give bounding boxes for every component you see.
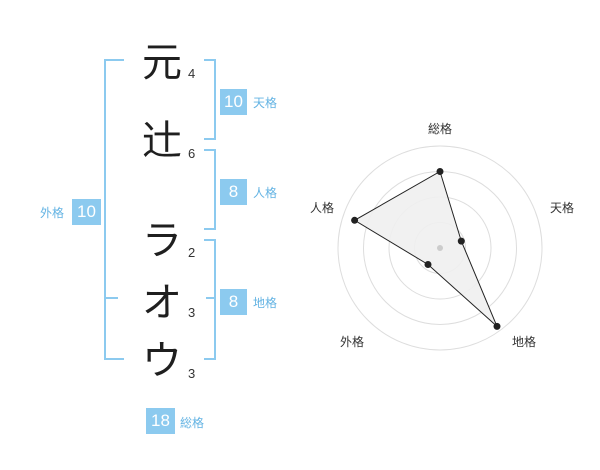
radar-label-jinkaku: 人格 — [310, 201, 335, 215]
name-char-4: オ — [142, 280, 182, 326]
stroke-count-2: 6 — [188, 146, 196, 161]
jinkaku-label: 人格 — [253, 186, 278, 200]
name-char-2: 辻 — [142, 118, 182, 164]
chikaku-value-badge: 8 — [220, 289, 247, 315]
soukaku-value-badge: 18 — [146, 408, 175, 434]
radar-label-tenkaku: 天格 — [550, 201, 575, 215]
stroke-count-3: 2 — [188, 245, 196, 260]
tenkaku-label: 天格 — [253, 96, 278, 110]
radar-chart — [337, 145, 543, 351]
radar-point-4 — [424, 261, 432, 268]
chikaku-label: 地格 — [253, 296, 278, 310]
radar-point-2 — [457, 237, 465, 245]
name-char-5: ウ — [142, 338, 182, 384]
radar-center-point — [437, 245, 443, 251]
stroke-count-1: 4 — [188, 66, 196, 81]
radar-grid-ring-4 — [337, 145, 543, 351]
radar-series-polygon — [353, 170, 498, 327]
radar-point-1 — [436, 168, 444, 175]
radar-point-5 — [351, 216, 359, 224]
gaikaku-label: 外格 — [40, 206, 65, 220]
tenkaku-value-badge: 10 — [220, 89, 247, 115]
soukaku-label: 総格 — [180, 416, 205, 430]
chikaku-divider-tick — [206, 297, 216, 299]
radar-label-chikaku: 地格 — [512, 335, 537, 349]
radar-label-soukaku: 総格 — [428, 122, 453, 136]
name-char-1: 元 — [142, 40, 182, 86]
name-char-3: ラ — [142, 218, 182, 264]
jinkaku-bracket — [204, 149, 216, 230]
jinkaku-value-badge: 8 — [220, 179, 247, 205]
gaikaku-divider-tick — [104, 297, 118, 299]
gaikaku-value-badge: 10 — [72, 199, 101, 225]
stroke-count-4: 3 — [188, 305, 196, 320]
gaikaku-bracket — [104, 59, 124, 360]
chikaku-bracket — [204, 239, 216, 360]
tenkaku-bracket — [204, 59, 216, 140]
radar-point-3 — [493, 322, 501, 330]
radar-label-gaikaku: 外格 — [340, 335, 365, 349]
stroke-count-5: 3 — [188, 366, 196, 381]
